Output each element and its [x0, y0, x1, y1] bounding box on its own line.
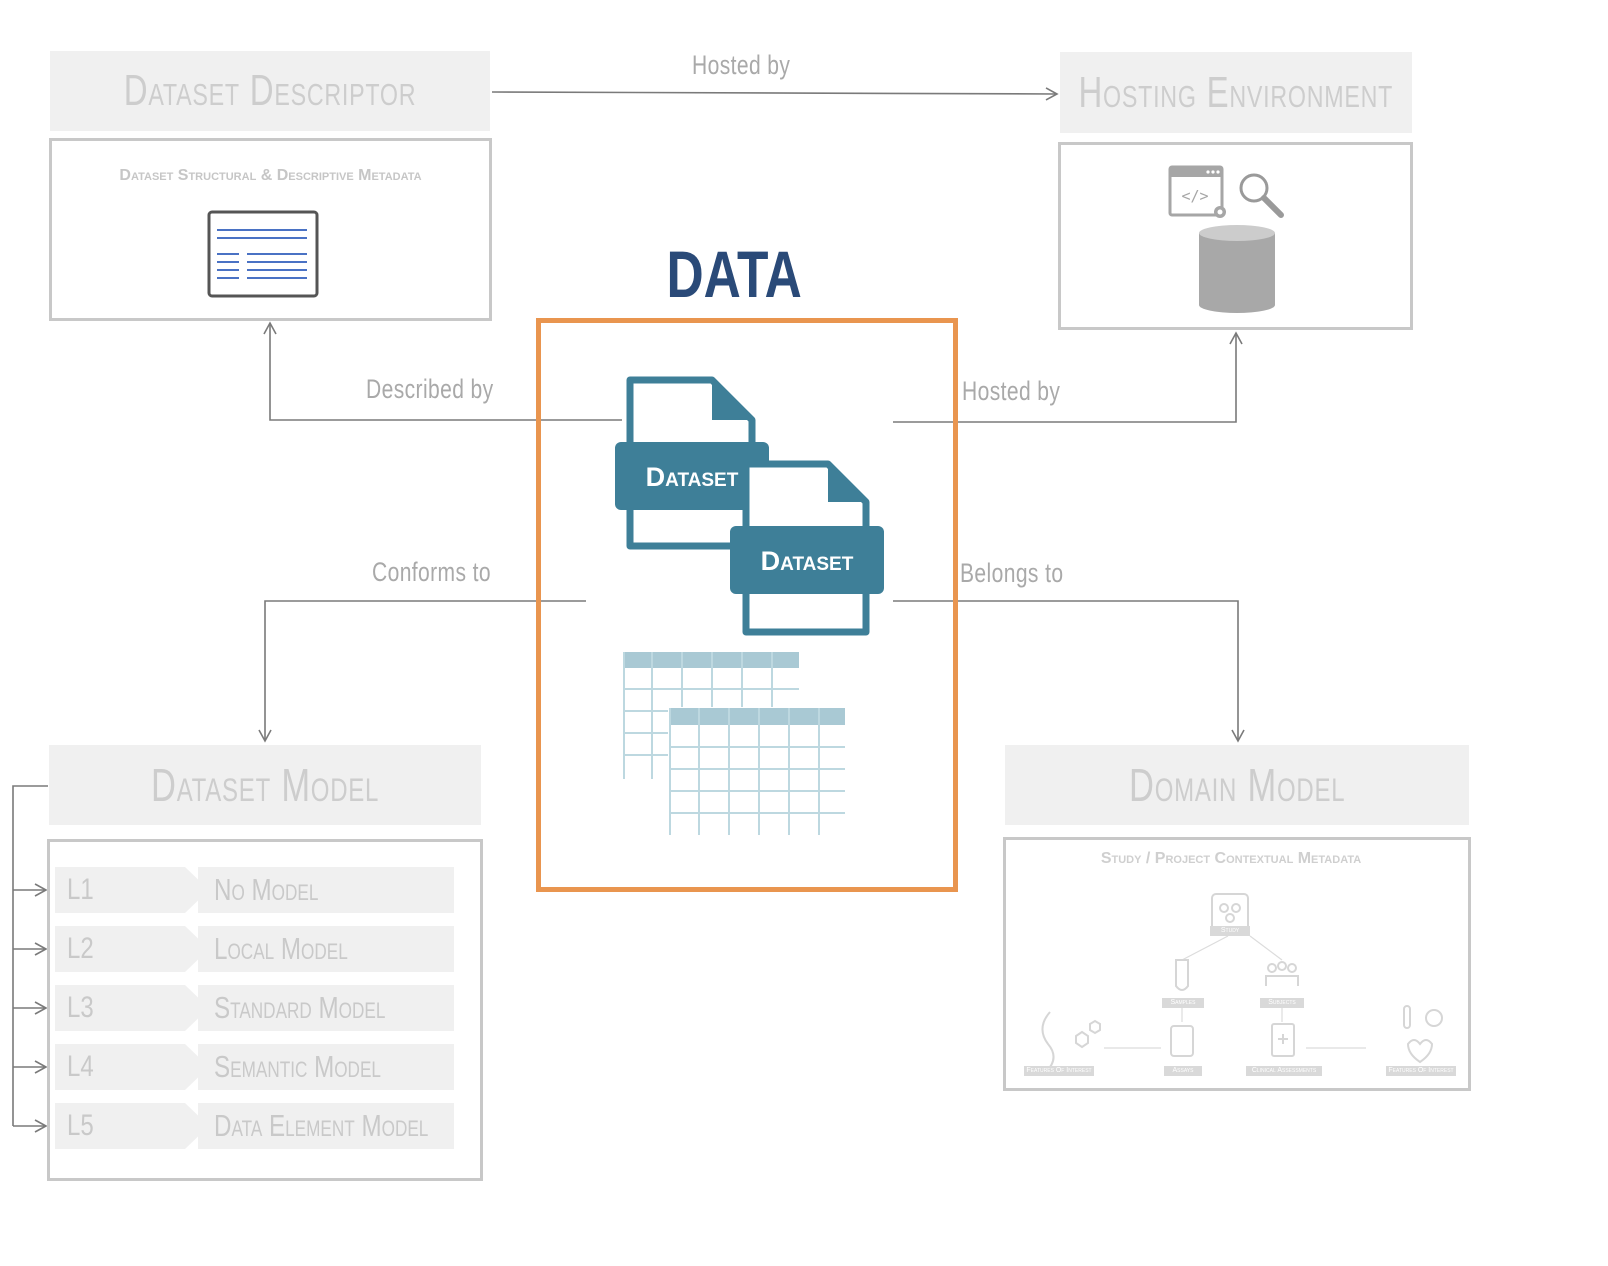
level-tag: L4 — [55, 1044, 209, 1090]
domain-model-box: Study / Project Contextual Metadata — [1003, 837, 1471, 1091]
dna-icon — [1041, 1011, 1055, 1073]
thermometer-icon — [1403, 1005, 1411, 1029]
level-row: L4 Semantic Model — [50, 1044, 470, 1090]
dataset-model-box: L1 No Model L2 Local Model L3 Standard M… — [47, 839, 483, 1181]
relation-conforms-to: Conforms to — [372, 557, 491, 587]
study-icon — [1211, 893, 1249, 931]
dataset-label-2: Dataset — [760, 546, 854, 576]
hosting-environment-box: </> — [1058, 142, 1413, 330]
features-left-node-label: Features Of Interest — [1024, 1066, 1094, 1076]
clinical-node-label: Clinical Assessments — [1246, 1066, 1322, 1076]
dataset-descriptor-header: Dataset Descriptor — [50, 51, 490, 131]
data-panel — [536, 318, 958, 892]
level-name: Local Model — [198, 926, 454, 972]
heart-icon — [1406, 1039, 1434, 1064]
level-tag: L1 — [55, 867, 209, 913]
level-tag: L2 — [55, 926, 209, 972]
hosted-by-line — [893, 331, 1243, 423]
dataset-file-icon-front — [730, 460, 884, 636]
level-row: L1 No Model — [50, 867, 470, 913]
domain-model-header: Domain Model — [1005, 745, 1469, 825]
table-icon-front — [668, 707, 848, 837]
level-tag: L5 — [55, 1103, 209, 1149]
levels-bracket-line — [12, 785, 48, 1126]
samples-node-label: Samples — [1162, 998, 1204, 1008]
level-name: Standard Model — [198, 985, 454, 1031]
dataset-descriptor-subtitle: Dataset Structural & Descriptive Metadat… — [119, 167, 422, 184]
study-graph-lines — [1041, 893, 1443, 1073]
subjects-node-label: Subjects — [1260, 998, 1304, 1008]
dataset-label-1: Dataset — [645, 462, 739, 492]
study-node-label: Study — [1210, 926, 1250, 936]
domain-model-subtitle: Study / Project Contextual Metadata — [1100, 850, 1362, 867]
hosted-by-top-line — [491, 87, 1059, 101]
test-tube-icon — [1175, 959, 1189, 991]
level-name: Semantic Model — [198, 1044, 454, 1090]
described-by-line — [263, 321, 622, 421]
relation-belongs-to: Belongs to — [960, 558, 1064, 588]
assay-icon — [1170, 1025, 1194, 1057]
relation-hosted-by: Hosted by — [962, 376, 1061, 406]
svg-text:</>: </> — [1181, 187, 1208, 205]
database-icon — [1199, 225, 1275, 313]
relation-hosted-by-top: Hosted by — [692, 50, 791, 80]
document-icon — [207, 210, 319, 298]
dataset-descriptor-box: Dataset Structural & Descriptive Metadat… — [49, 138, 492, 321]
hosting-environment-header: Hosting Environment — [1060, 52, 1412, 133]
level-row: L2 Local Model — [50, 926, 470, 972]
level-row: L3 Standard Model — [50, 985, 470, 1031]
level-name: No Model — [198, 867, 454, 913]
magnifier-icon — [1239, 173, 1284, 218]
dataset-model-header: Dataset Model — [49, 745, 481, 825]
subjects-icon — [1265, 975, 1299, 986]
code-window-icon: </> — [1168, 165, 1226, 218]
relation-described-by: Described by — [366, 374, 494, 404]
belongs-to-line — [893, 600, 1245, 743]
page-title: DATA — [666, 237, 802, 311]
assays-node-label: Assays — [1164, 1066, 1202, 1076]
level-tag: L3 — [55, 985, 209, 1031]
level-name: Data Element Model — [198, 1103, 454, 1149]
clipboard-icon — [1271, 1023, 1295, 1057]
conforms-to-line — [258, 600, 586, 743]
dataset-file-icon-back — [615, 376, 769, 550]
features-right-node-label: Features Of Interest — [1386, 1066, 1456, 1076]
level-row: L5 Data Element Model — [50, 1103, 470, 1149]
